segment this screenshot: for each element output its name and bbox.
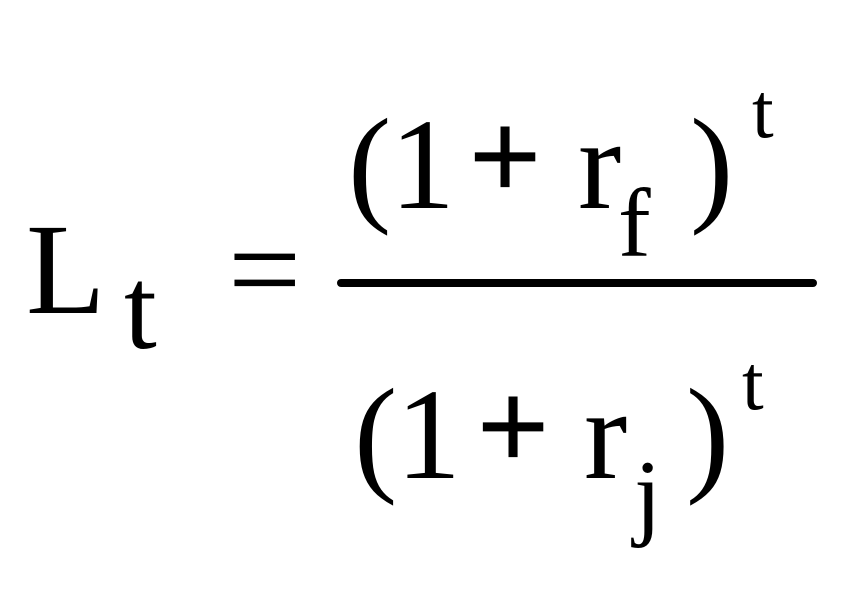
denominator-plus: + (476, 355, 551, 499)
denominator-open-paren: ( (354, 363, 398, 507)
denominator-rate: r (584, 363, 628, 507)
lhs-symbol: L (26, 198, 106, 342)
denominator-one: 1 (396, 363, 461, 507)
denominator-close-paren: ) (686, 363, 730, 507)
numerator-rate: r (578, 93, 622, 237)
numerator-rate-subscript: f (618, 170, 651, 278)
denominator-rate-subscript: j (634, 441, 662, 549)
lhs-subscript: t (124, 243, 157, 374)
equals-sign: = (228, 198, 302, 342)
numerator-plus: + (468, 85, 543, 229)
numerator-exponent: t (752, 67, 774, 154)
numerator-open-paren: ( (348, 93, 392, 237)
numerator-one: 1 (390, 93, 455, 237)
numerator-close-paren: ) (690, 93, 734, 237)
fraction-bar (337, 279, 817, 287)
denominator-exponent: t (742, 339, 764, 426)
